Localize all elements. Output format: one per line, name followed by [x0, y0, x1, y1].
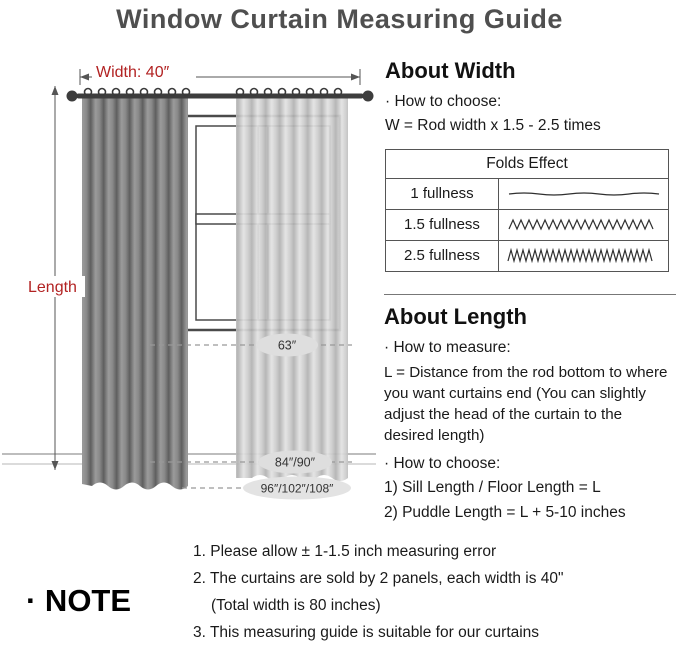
- table-row: 1.5 fullness: [386, 210, 668, 241]
- width-formula: W = Rod width x 1.5 - 2.5 times: [385, 117, 601, 134]
- size-badge-floor: 84″/90″: [258, 450, 332, 474]
- about-width-heading: About Width: [385, 58, 516, 83]
- fold-effect-1-fullness: [499, 179, 668, 209]
- length-how-to-choose: · How to choose:: [384, 454, 501, 472]
- fold-effect-1-5-fullness: [499, 210, 668, 240]
- note-item-3: 3. This measuring guide is suitable for …: [193, 624, 540, 641]
- note-item-2-continued: (Total width is 80 inches): [211, 597, 381, 614]
- page-title: Window Curtain Measuring Guide: [116, 4, 563, 34]
- length-choose-item-1: 1) Sill Length / Floor Length = L: [384, 478, 601, 496]
- fold-label-2: 1.5 fullness: [386, 210, 499, 240]
- length-choose-item-2: 2) Puddle Length = L + 5-10 inches: [384, 503, 626, 521]
- fold-line-2-5-fullness-icon: [507, 247, 653, 264]
- curtain-panel-dark: [82, 98, 188, 490]
- note-heading: · NOTE: [26, 583, 132, 618]
- note-item-2: 2. The curtains are sold by 2 panels, ea…: [193, 570, 564, 587]
- curtain-rod: [66, 87, 374, 102]
- folds-table-header: Folds Effect: [386, 150, 668, 179]
- fold-line-1-5-fullness-icon: [508, 218, 654, 231]
- size-badge-puddle: 96″/102″/108″: [243, 476, 351, 500]
- curtain-diagram: Width: 40″ Length 63″ 84″/90″ 96″/102″/1…: [2, 61, 376, 500]
- width-label-bg: [92, 61, 196, 82]
- folds-effect-table: Folds Effect 1 fullness 1.5 fullness 2.5…: [385, 149, 669, 272]
- length-how-to-measure: · How to measure:: [384, 339, 511, 356]
- width-label: Width: 40″: [96, 64, 170, 81]
- curtain-panel-light: [236, 98, 348, 481]
- length-measure-text: L = Distance from the rod bottom to wher…: [384, 364, 668, 444]
- size-badge-sill: 63″: [256, 333, 318, 357]
- about-width-section: About Width · How to choose: W = Rod wid…: [385, 58, 677, 135]
- fold-effect-2-5-fullness: [499, 241, 668, 271]
- fold-line-1-fullness-icon: [508, 192, 660, 196]
- table-row: 2.5 fullness: [386, 241, 668, 271]
- size-badge-sill-label: 63″: [278, 339, 297, 353]
- note-list: 1. Please allow ± 1-1.5 inch measuring e…: [193, 543, 671, 651]
- about-length-section: About Length · How to measure: L = Dista…: [384, 294, 676, 529]
- length-label-bg: [25, 276, 85, 297]
- fold-label-3: 2.5 fullness: [386, 241, 499, 271]
- width-how-to-choose: · How to choose:: [385, 93, 502, 110]
- about-length-heading: About Length: [384, 304, 527, 329]
- table-row: 1 fullness: [386, 179, 668, 210]
- size-badge-floor-label: 84″/90″: [275, 456, 316, 470]
- fold-label-1: 1 fullness: [386, 179, 499, 209]
- curtain-rings: [83, 87, 343, 97]
- note-item-1: 1. Please allow ± 1-1.5 inch measuring e…: [193, 543, 497, 560]
- length-label: Length: [28, 279, 77, 296]
- size-badge-puddle-label: 96″/102″/108″: [261, 482, 335, 496]
